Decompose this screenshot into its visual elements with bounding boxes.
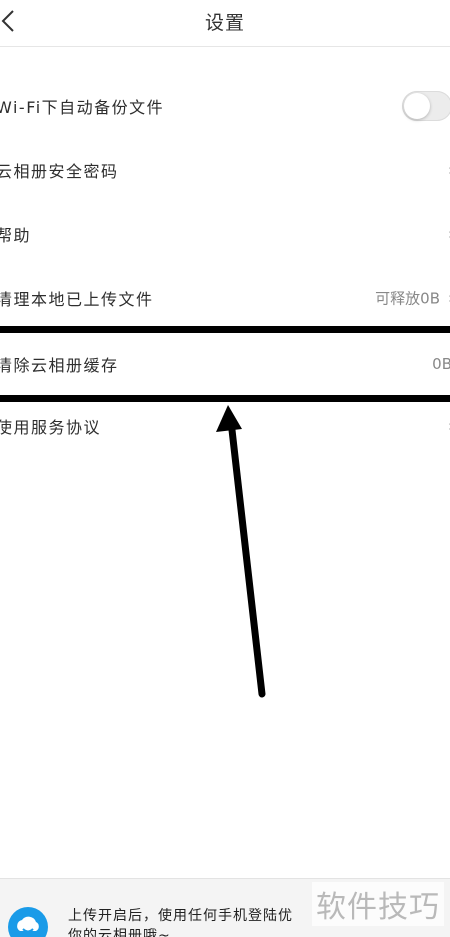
cloud-icon [8,907,48,937]
settings-row-wifi-backup: Wi-Fi下自动备份文件 [0,74,450,138]
help-label: 帮助 [0,226,32,245]
upload-promo-banner: 上传开启后，使用任何手机登陆优 你的云相册哦~ [0,878,450,937]
chevron-left-icon [1,10,14,32]
promo-text-line-1: 上传开启后，使用任何手机登陆优 [68,908,293,924]
security-password-label: 云相册安全密码 [0,162,119,181]
settings-row-clean-uploaded[interactable]: 清理本地已上传文件 可释放0B › [0,266,450,330]
wifi-backup-label: Wi-Fi下自动备份文件 [0,98,165,117]
chevron-right-icon: › [448,417,450,435]
settings-row-clear-cache[interactable]: 清除云相册缓存 0B [0,333,450,395]
wifi-backup-toggle[interactable] [402,91,450,121]
settings-row-service-agreement[interactable]: 使用服务协议 › [0,394,450,458]
settings-row-security-password[interactable]: 云相册安全密码 › [0,138,450,202]
promo-text: 上传开启后，使用任何手机登陆优 你的云相册哦~ [68,906,328,937]
clear-cache-label: 清除云相册缓存 [0,356,119,375]
chevron-right-icon: › [448,289,450,307]
chevron-right-icon: › [448,225,450,243]
arrow-shaft [228,426,266,698]
page-title: 设置 [204,12,245,34]
highlight-bar-bottom [0,395,450,402]
clean-uploaded-value: 可释放0B [375,289,440,308]
service-agreement-label: 使用服务协议 [0,418,102,437]
watermark: 软件技巧 [312,882,444,926]
clean-uploaded-label: 清理本地已上传文件 [0,290,154,309]
settings-row-help[interactable]: 帮助 › [0,202,450,266]
promo-text-line-2: 你的云相册哦~ [68,928,171,937]
chevron-right-icon: › [448,161,450,179]
clear-cache-value: 0B [432,355,450,373]
back-button[interactable] [0,6,26,36]
toggle-knob [404,93,430,119]
top-bar: 设置 [0,0,450,47]
highlight-bar-top [0,326,450,333]
